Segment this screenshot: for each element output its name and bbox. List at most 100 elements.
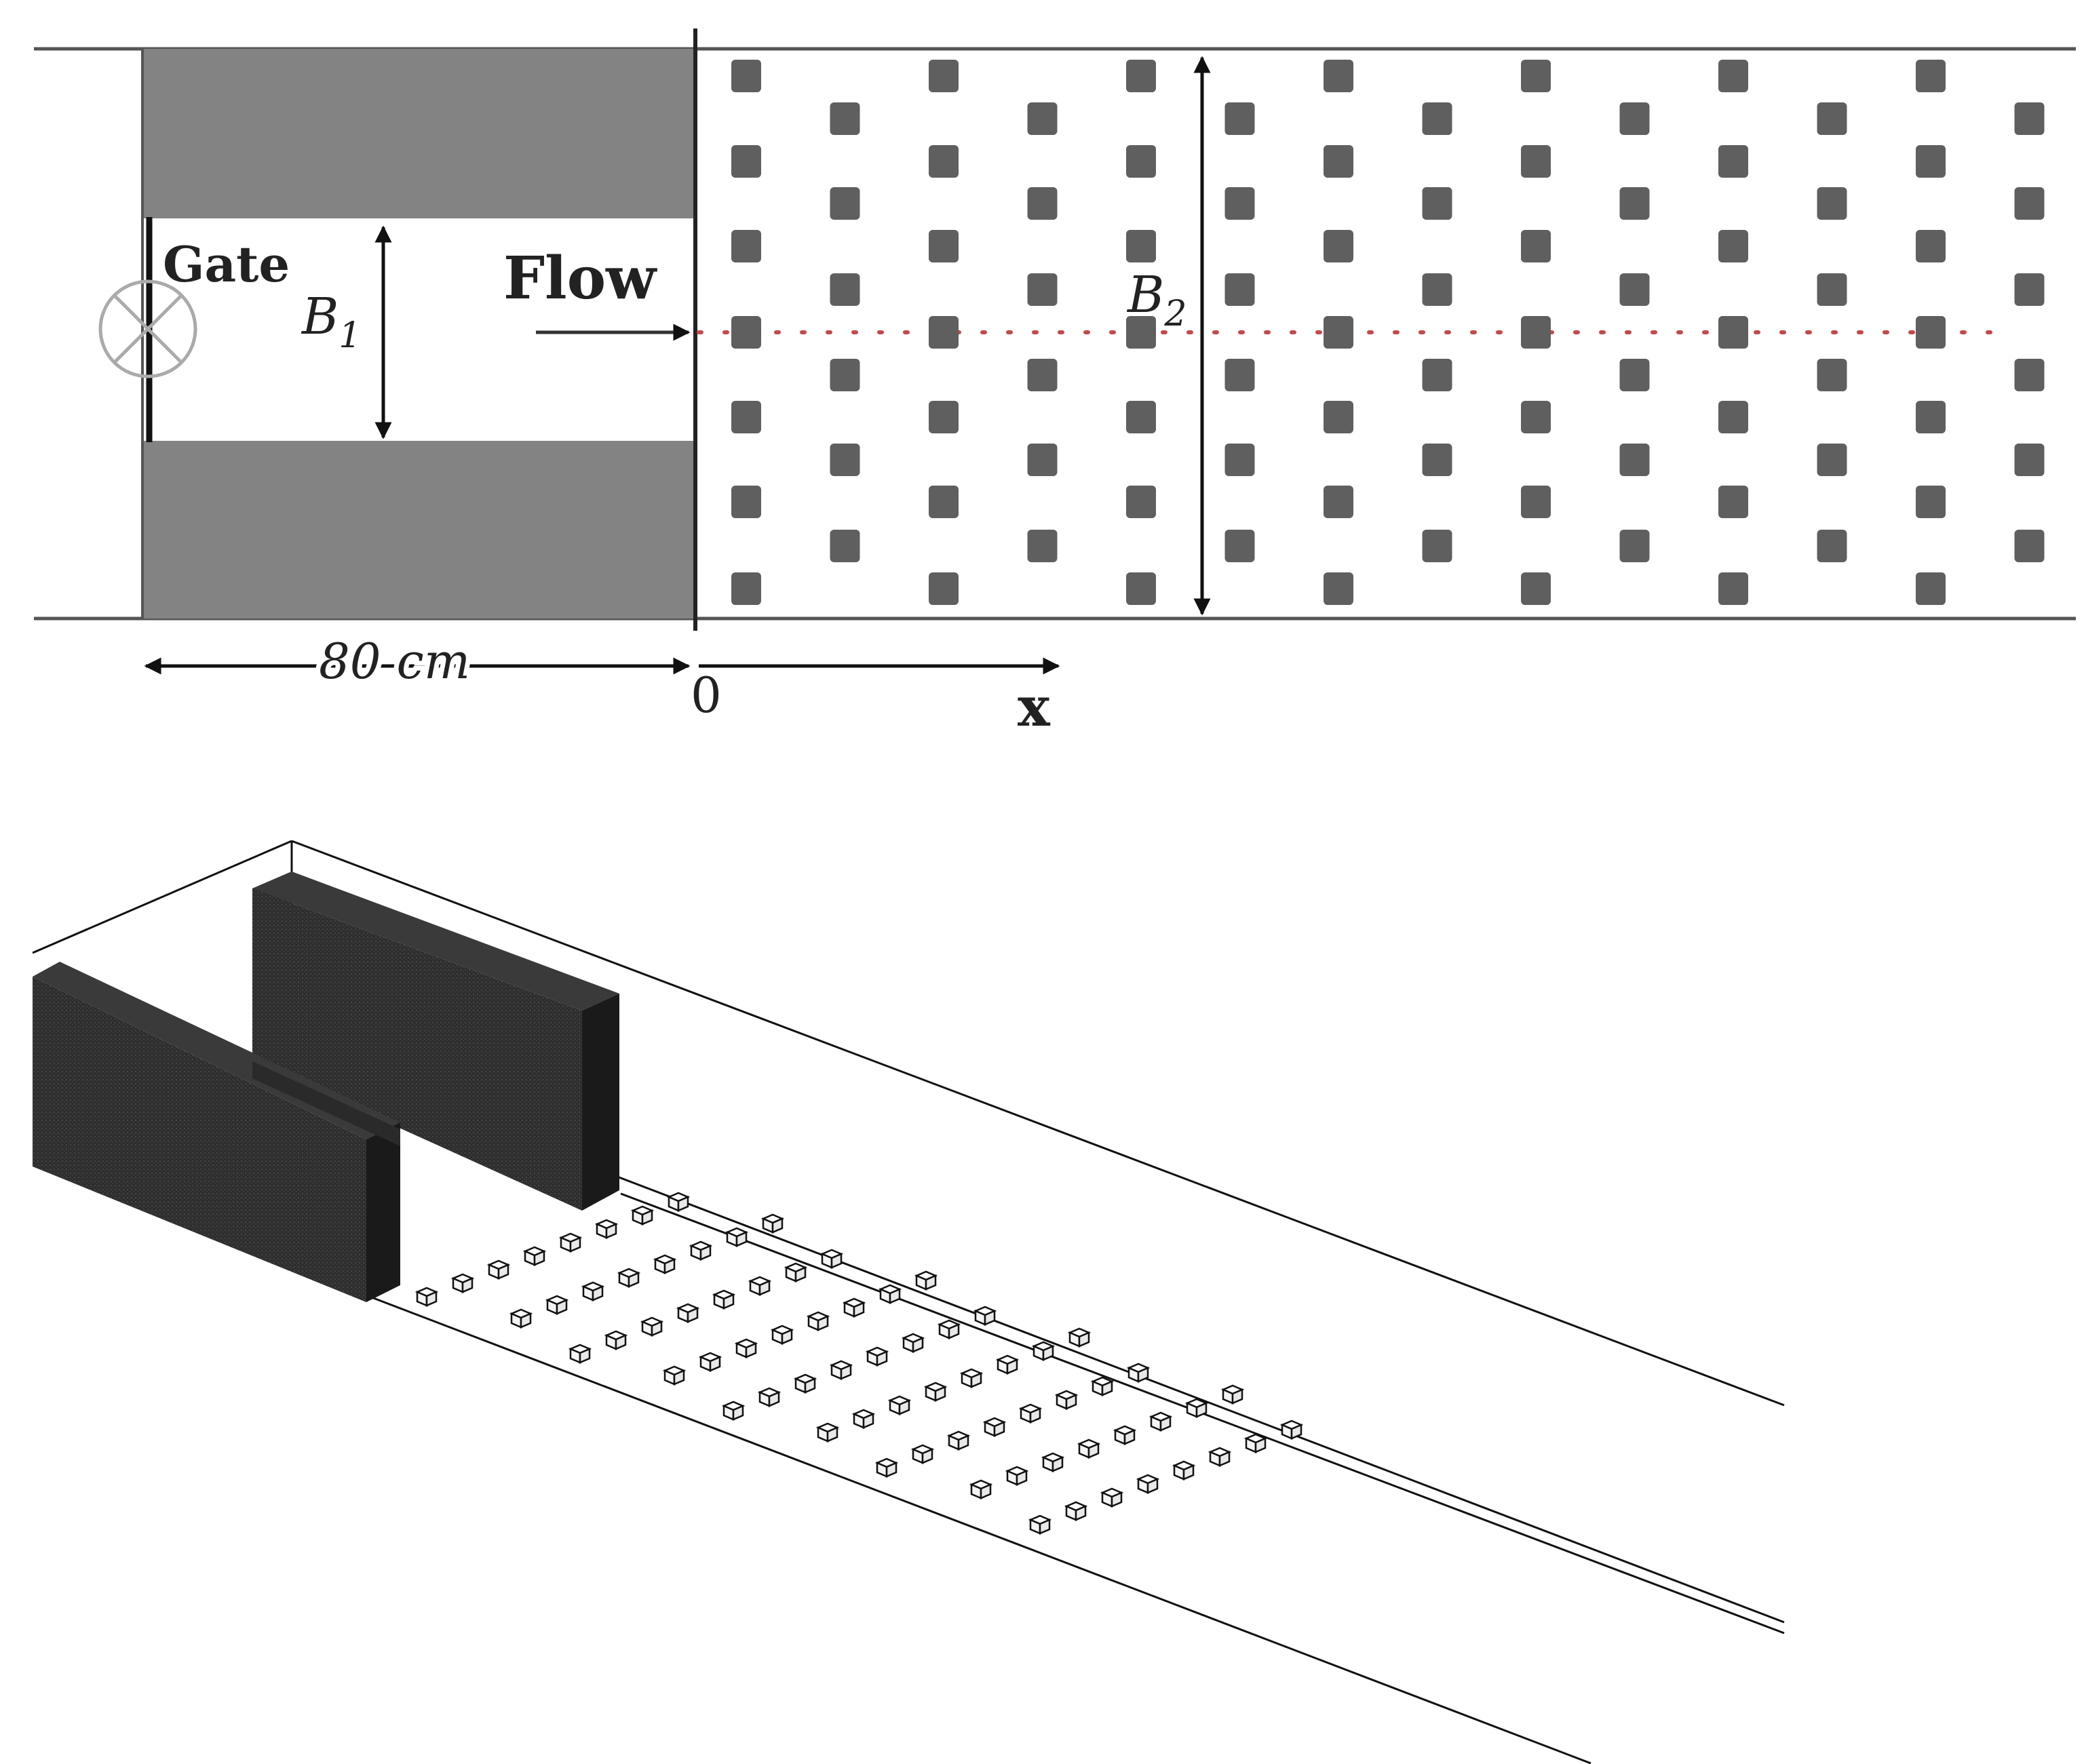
cube-face bbox=[641, 1209, 653, 1226]
obstacle-block bbox=[1126, 401, 1156, 433]
iso-obstacle-cube bbox=[865, 1346, 889, 1367]
obstacle-block bbox=[2014, 359, 2045, 391]
obstacle-block bbox=[731, 401, 761, 433]
cube-face bbox=[980, 1483, 992, 1500]
iso-obstacle-cube bbox=[910, 1444, 935, 1464]
origin-label: 0 bbox=[691, 667, 722, 724]
iso-obstacle-cube bbox=[959, 1368, 984, 1388]
cube-face bbox=[1123, 1429, 1136, 1445]
cube-face bbox=[912, 1337, 924, 1353]
reservoir-upper-block bbox=[142, 49, 695, 218]
reservoir-lower-block bbox=[142, 441, 695, 619]
cube-face bbox=[699, 1244, 712, 1261]
b2-subscript: 2 bbox=[1163, 294, 1186, 334]
back-reservoir-block bbox=[252, 871, 619, 1211]
cube-face bbox=[768, 1391, 780, 1407]
cube-face bbox=[984, 1310, 996, 1326]
obstacle-block bbox=[1916, 230, 1946, 262]
iso-obstacle-cube bbox=[1126, 1363, 1151, 1383]
cube-face bbox=[1290, 1424, 1302, 1440]
obstacle-block bbox=[731, 486, 761, 518]
cube-face bbox=[771, 1217, 784, 1234]
iso-obstacle-cube bbox=[914, 1270, 938, 1291]
obstacle-block bbox=[731, 572, 761, 605]
obstacle-block bbox=[1224, 530, 1255, 562]
iso-obstacle-cube bbox=[630, 1205, 655, 1226]
obstacle-block bbox=[1718, 60, 1748, 92]
iso-obstacle-cube bbox=[617, 1268, 641, 1288]
cube-face bbox=[592, 1285, 604, 1301]
cube-face bbox=[1137, 1367, 1149, 1383]
obstacle-block bbox=[1521, 145, 1551, 178]
iso-obstacle-cube bbox=[558, 1232, 583, 1253]
obstacle-block bbox=[1422, 273, 1452, 306]
cube-face bbox=[677, 1196, 689, 1212]
iso-obstacle-cube bbox=[982, 1417, 1007, 1437]
cube-face bbox=[1087, 1443, 1100, 1459]
cube-face bbox=[709, 1356, 721, 1372]
cube-face bbox=[569, 1236, 581, 1253]
iso-obstacle-cube bbox=[450, 1273, 475, 1293]
cube-face bbox=[605, 1223, 617, 1239]
iso-obstacle-cube bbox=[1113, 1425, 1137, 1445]
obstacle-block bbox=[1224, 273, 1255, 306]
obstacle-block bbox=[1324, 60, 1353, 92]
obstacle-block bbox=[1817, 273, 1847, 306]
iso-obstacle-cube bbox=[793, 1373, 817, 1394]
iso-obstacle-cube bbox=[414, 1287, 439, 1307]
obstacle-block bbox=[1619, 273, 1650, 306]
gate-valve-icon bbox=[98, 279, 197, 378]
iso-obstacle-cube bbox=[748, 1276, 772, 1296]
cube-face bbox=[817, 1315, 829, 1331]
cube-face bbox=[1254, 1437, 1267, 1453]
obstacle-block bbox=[1916, 316, 1946, 349]
obstacle-block bbox=[1324, 486, 1353, 518]
cube-face bbox=[758, 1280, 771, 1296]
cube-face bbox=[885, 1462, 898, 1478]
cube-face bbox=[934, 1386, 946, 1402]
iso-obstacle-cube bbox=[568, 1344, 592, 1364]
obstacle-block bbox=[1817, 359, 1847, 391]
obstacle-block bbox=[731, 316, 761, 349]
cube-face bbox=[1016, 1470, 1028, 1486]
cube-face bbox=[497, 1263, 509, 1280]
obstacle-block bbox=[1324, 230, 1353, 262]
obstacle-block bbox=[1126, 60, 1156, 92]
obstacle-block bbox=[1027, 530, 1058, 562]
cube-face bbox=[1039, 1518, 1051, 1535]
obstacle-block bbox=[1027, 187, 1058, 220]
cube-face bbox=[957, 1434, 969, 1451]
front-reservoir-block bbox=[33, 962, 400, 1302]
b2-label: B2 bbox=[1126, 266, 1186, 334]
obstacle-block bbox=[1619, 444, 1650, 476]
iso-obstacle-cube bbox=[806, 1311, 830, 1331]
iso-obstacle-cube bbox=[509, 1308, 533, 1329]
iso-obstacle-cube bbox=[969, 1479, 993, 1500]
iso-view-panel bbox=[32, 840, 1785, 1764]
obstacle-block bbox=[1718, 401, 1748, 433]
iso-obstacle-cube bbox=[1064, 1501, 1088, 1521]
obstacle-block bbox=[830, 530, 860, 562]
obstacle-block bbox=[2014, 273, 2045, 306]
obstacle-block bbox=[1027, 102, 1058, 135]
iso-obstacle-cube bbox=[1100, 1487, 1124, 1508]
iso-obstacle-cube bbox=[973, 1306, 997, 1326]
cube-face bbox=[735, 1231, 748, 1247]
obstacle-block bbox=[1224, 102, 1255, 135]
cube-face bbox=[876, 1350, 888, 1367]
iso-obstacle-cube bbox=[1090, 1376, 1115, 1396]
obstacle-block bbox=[830, 444, 860, 476]
cube-face bbox=[1182, 1464, 1195, 1481]
obstacle-block bbox=[1422, 359, 1452, 391]
cube-face bbox=[687, 1307, 699, 1323]
obstacle-block bbox=[1817, 187, 1847, 220]
obstacle-block bbox=[1718, 145, 1748, 178]
obstacle-block bbox=[929, 486, 959, 518]
cube-face bbox=[673, 1369, 685, 1386]
cube-face bbox=[921, 1448, 933, 1464]
cube-face bbox=[1218, 1451, 1231, 1467]
obstacle-block bbox=[2014, 530, 2045, 562]
cube-face bbox=[993, 1421, 1005, 1437]
cube-face bbox=[1078, 1331, 1090, 1348]
obstacle-block bbox=[2014, 187, 2045, 220]
